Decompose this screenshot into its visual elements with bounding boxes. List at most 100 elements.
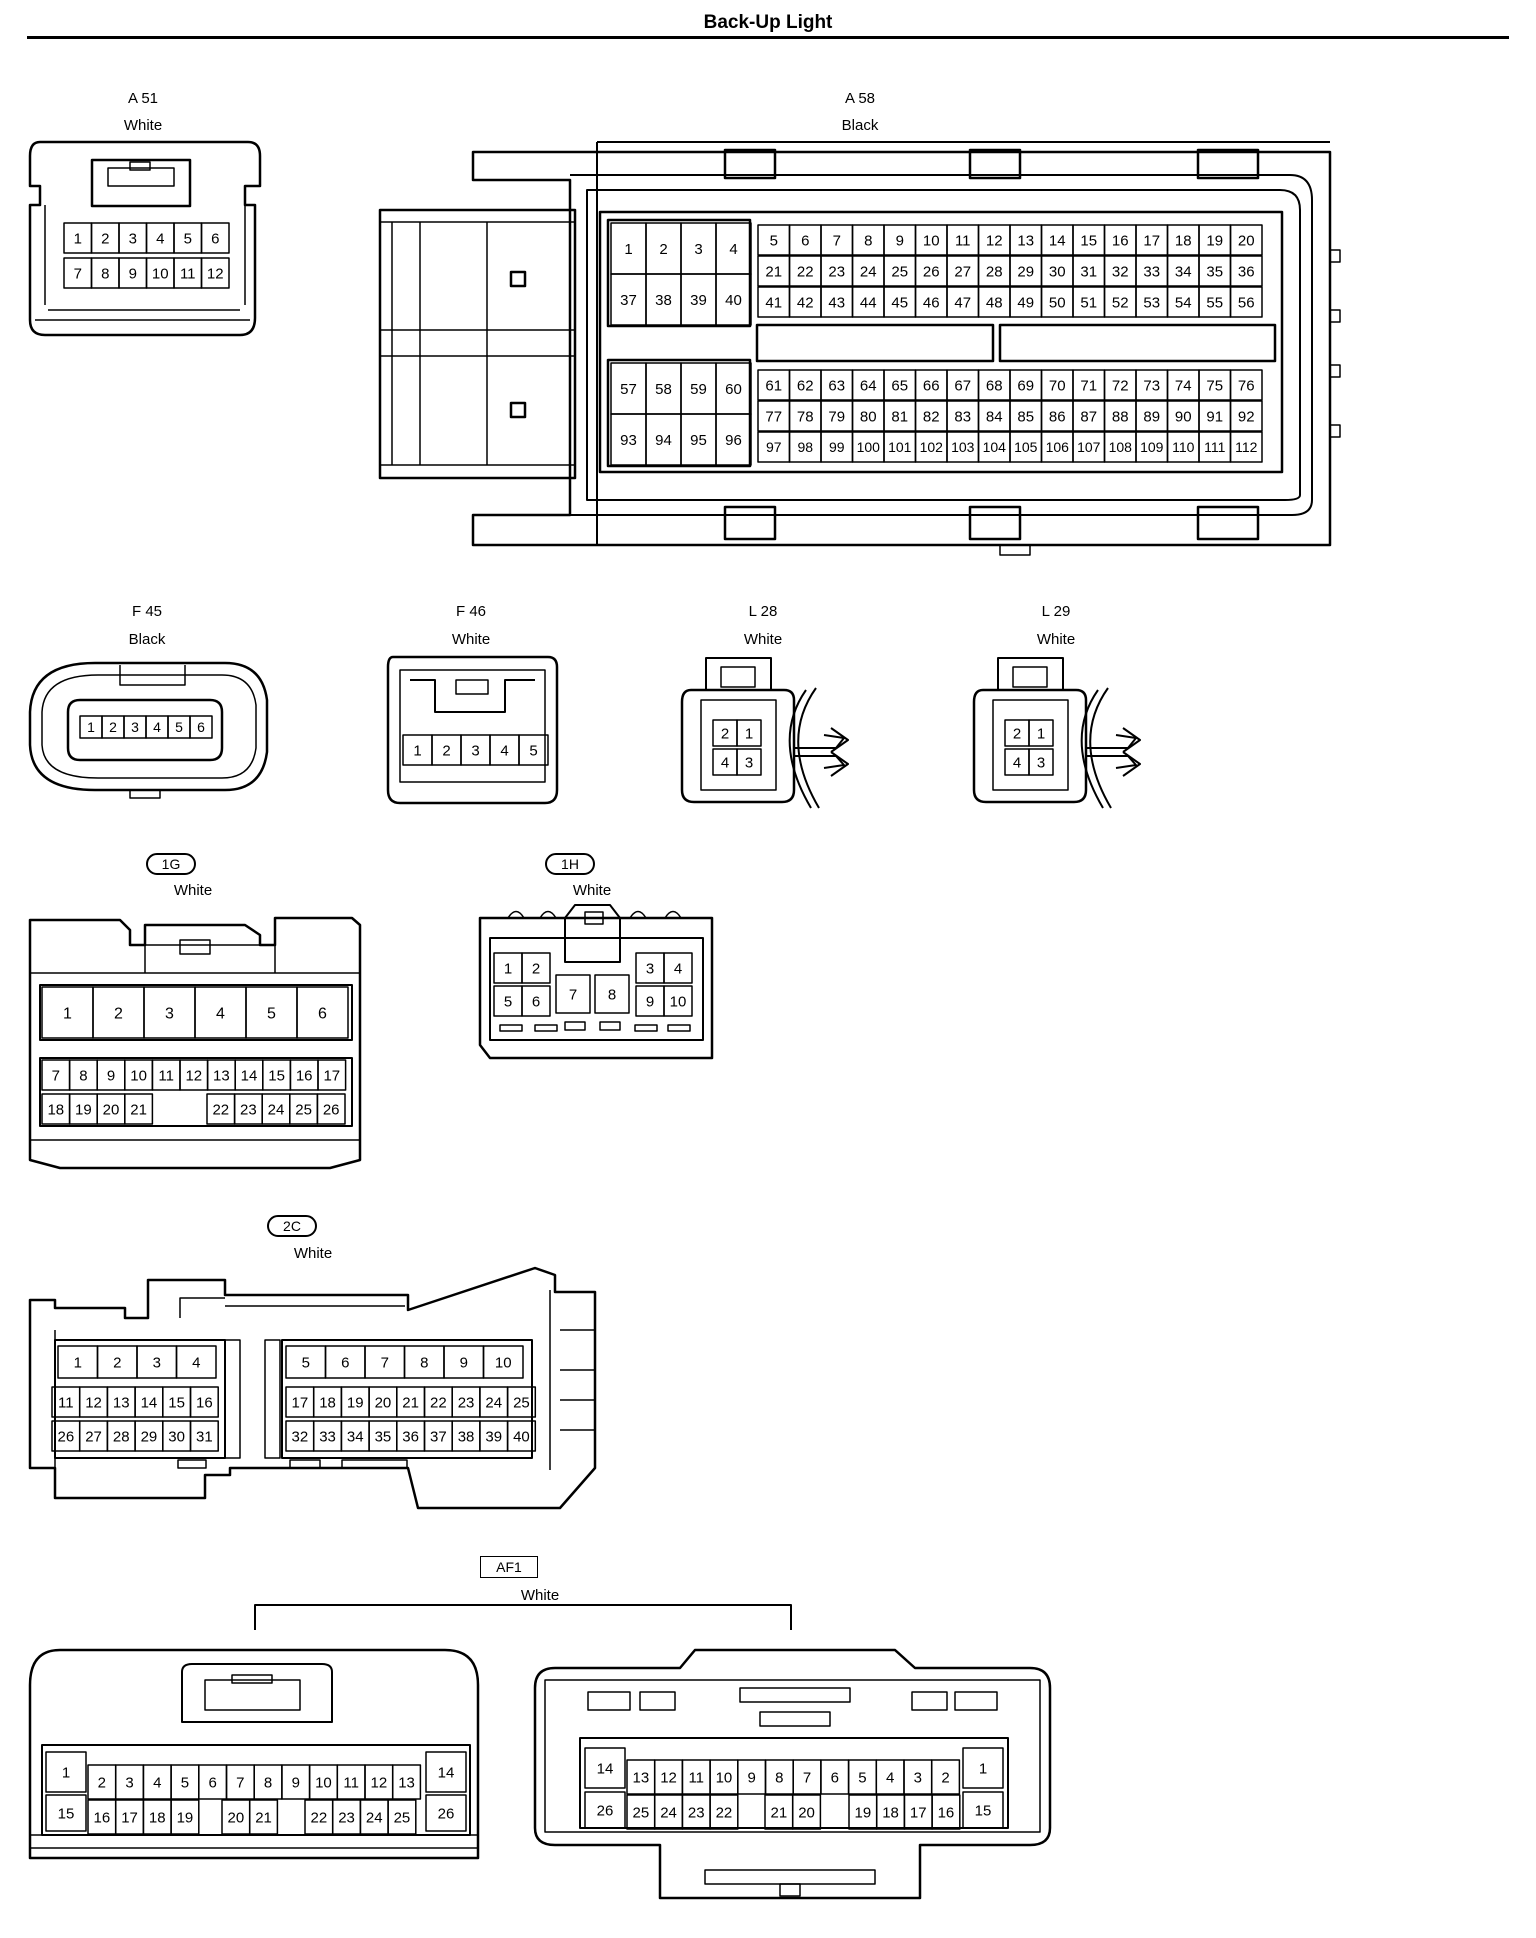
pin-16: 16 bbox=[189, 1386, 219, 1418]
connector-1h-color: White bbox=[572, 882, 612, 899]
svg-text:17: 17 bbox=[121, 1809, 138, 1826]
svg-text:15: 15 bbox=[268, 1067, 285, 1084]
pin-5: 5 bbox=[167, 715, 191, 739]
pin-24: 24 bbox=[653, 1794, 684, 1830]
svg-text:7: 7 bbox=[74, 265, 82, 282]
connector-a51-color: White bbox=[123, 117, 163, 134]
pin-82: 82 bbox=[914, 400, 948, 432]
pin-78: 78 bbox=[788, 400, 822, 432]
pin-8: 8 bbox=[68, 1059, 98, 1091]
svg-text:15: 15 bbox=[975, 1802, 992, 1819]
pin-109: 109 bbox=[1135, 431, 1169, 463]
svg-text:75: 75 bbox=[1206, 377, 1223, 394]
pin-60: 60 bbox=[715, 362, 752, 415]
svg-text:19: 19 bbox=[75, 1101, 92, 1118]
svg-text:9: 9 bbox=[896, 232, 904, 249]
svg-text:68: 68 bbox=[986, 377, 1003, 394]
pin-18: 18 bbox=[312, 1386, 343, 1418]
svg-text:111: 111 bbox=[1204, 439, 1225, 455]
pin-4: 4 bbox=[142, 1764, 172, 1800]
svg-text:4: 4 bbox=[156, 230, 164, 247]
pin-1: 1 bbox=[610, 222, 647, 275]
svg-text:106: 106 bbox=[1046, 439, 1070, 455]
svg-text:16: 16 bbox=[196, 1394, 213, 1411]
pin-105: 105 bbox=[1009, 431, 1043, 463]
svg-text:2: 2 bbox=[109, 719, 117, 735]
pin-18: 18 bbox=[41, 1093, 71, 1125]
svg-text:65: 65 bbox=[891, 377, 908, 394]
svg-text:22: 22 bbox=[430, 1394, 447, 1411]
svg-text:3: 3 bbox=[165, 1005, 174, 1022]
svg-text:10: 10 bbox=[670, 993, 687, 1010]
svg-text:24: 24 bbox=[366, 1809, 383, 1826]
pin-61: 61 bbox=[757, 369, 791, 401]
pin-24: 24 bbox=[359, 1799, 389, 1835]
pin-34: 34 bbox=[340, 1420, 370, 1452]
pin-9: 9 bbox=[443, 1345, 485, 1379]
pin-17: 17 bbox=[903, 1794, 933, 1830]
pin-13: 13 bbox=[626, 1759, 656, 1795]
pin-18: 18 bbox=[875, 1794, 906, 1830]
pin-40: 40 bbox=[506, 1420, 537, 1452]
pin-26: 26 bbox=[316, 1093, 346, 1125]
pin-110: 110 bbox=[1166, 431, 1200, 463]
pin-35: 35 bbox=[1198, 255, 1232, 287]
pin-24: 24 bbox=[851, 255, 885, 287]
svg-text:1: 1 bbox=[504, 960, 512, 977]
svg-text:26: 26 bbox=[323, 1101, 340, 1118]
svg-text:3: 3 bbox=[131, 719, 139, 735]
svg-text:7: 7 bbox=[569, 986, 577, 1003]
pin-94: 94 bbox=[645, 413, 682, 466]
pin-10: 10 bbox=[914, 224, 948, 256]
pin-2: 2 bbox=[101, 715, 125, 739]
pin-72: 72 bbox=[1103, 369, 1137, 401]
svg-text:2: 2 bbox=[721, 725, 729, 742]
svg-text:61: 61 bbox=[765, 377, 782, 394]
svg-text:13: 13 bbox=[398, 1774, 415, 1791]
pin-47: 47 bbox=[946, 286, 980, 318]
connector-1h-badge: 1H bbox=[545, 853, 595, 875]
pin-3: 3 bbox=[118, 222, 148, 254]
pin-11: 11 bbox=[173, 257, 203, 289]
pin-86: 86 bbox=[1040, 400, 1074, 432]
svg-text:25: 25 bbox=[394, 1809, 411, 1826]
pin-49: 49 bbox=[1009, 286, 1043, 318]
svg-text:101: 101 bbox=[888, 439, 912, 455]
title-divider bbox=[27, 36, 1509, 39]
pin-19: 19 bbox=[68, 1093, 98, 1125]
pin-1: 1 bbox=[41, 986, 94, 1039]
pin-23: 23 bbox=[331, 1799, 362, 1835]
pin-50: 50 bbox=[1040, 286, 1074, 318]
svg-text:20: 20 bbox=[375, 1394, 392, 1411]
svg-text:17: 17 bbox=[910, 1804, 927, 1821]
pin-4: 4 bbox=[194, 986, 247, 1039]
pin-20: 20 bbox=[791, 1794, 822, 1830]
svg-text:88: 88 bbox=[1112, 408, 1129, 425]
svg-text:6: 6 bbox=[801, 232, 809, 249]
connector-2c-color: White bbox=[293, 1245, 333, 1262]
svg-text:11: 11 bbox=[343, 1774, 359, 1791]
svg-text:28: 28 bbox=[113, 1428, 130, 1445]
svg-text:9: 9 bbox=[107, 1067, 115, 1084]
pin-17: 17 bbox=[285, 1386, 315, 1418]
pin-27: 27 bbox=[946, 255, 980, 287]
pin-88: 88 bbox=[1103, 400, 1137, 432]
pin-3: 3 bbox=[1028, 748, 1054, 776]
pin-19: 19 bbox=[848, 1794, 878, 1830]
pin-29: 29 bbox=[1009, 255, 1043, 287]
svg-text:6: 6 bbox=[211, 230, 219, 247]
pin-27: 27 bbox=[78, 1420, 109, 1452]
svg-text:110: 110 bbox=[1172, 439, 1195, 455]
pin-36: 36 bbox=[1229, 255, 1263, 287]
svg-text:37: 37 bbox=[620, 292, 637, 309]
pin-24: 24 bbox=[261, 1093, 291, 1125]
pin-1: 1 bbox=[736, 719, 762, 747]
pin-36: 36 bbox=[396, 1420, 426, 1452]
svg-text:39: 39 bbox=[690, 292, 707, 309]
svg-text:1: 1 bbox=[745, 725, 753, 742]
svg-text:9: 9 bbox=[747, 1769, 755, 1786]
